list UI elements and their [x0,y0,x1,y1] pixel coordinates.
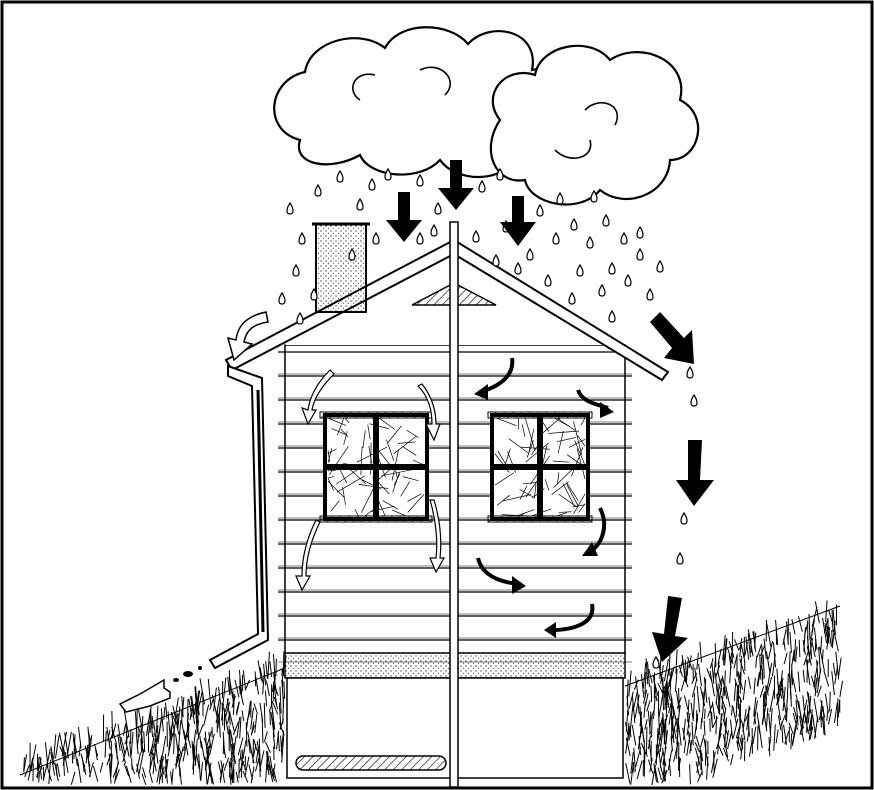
window-right [488,412,592,522]
cutaway-divider [450,222,458,787]
drain-pipe [296,756,446,770]
chimney [316,224,366,312]
window-left [320,412,432,522]
